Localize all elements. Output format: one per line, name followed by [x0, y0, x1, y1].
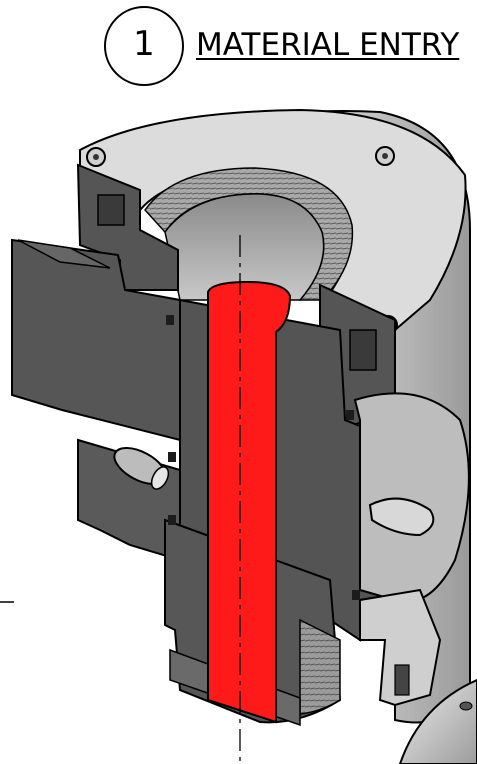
- step-number: 1: [133, 24, 155, 64]
- lower-collar: [359, 588, 442, 707]
- step-number-circle: [104, 6, 184, 86]
- lower-threads: [299, 618, 341, 715]
- o-ring-icon: [166, 315, 174, 325]
- step-title: MATERIAL ENTRY: [196, 27, 460, 63]
- material-flow-channel: [207, 280, 292, 724]
